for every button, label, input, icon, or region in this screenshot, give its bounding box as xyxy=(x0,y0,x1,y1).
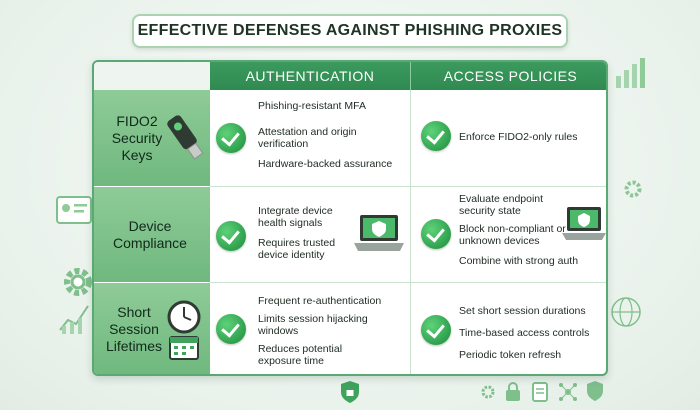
list-item: Block non-compliant or unknown devices xyxy=(459,223,566,247)
security-key-icon xyxy=(167,115,204,160)
laptop-shield-icon xyxy=(354,215,404,251)
gear-icon xyxy=(624,180,642,198)
title-banner: EFFECTIVE DEFENSES AGAINST PHISHING PROX… xyxy=(132,14,568,48)
check-icon xyxy=(216,123,246,153)
laptop-shield-icon xyxy=(562,207,606,240)
row-label-fido2: FIDO2 Security Keys xyxy=(94,90,210,186)
list-item: Frequent re-authentication xyxy=(258,295,382,307)
check-icon xyxy=(421,219,451,249)
bar-chart-icon xyxy=(59,305,89,334)
list-item: Time-based access controls xyxy=(459,327,590,339)
list-item: Set short session durations xyxy=(459,305,586,317)
cell-fido2-authentication: Phishing-resistant MFA Attestation and o… xyxy=(210,90,410,186)
check-icon xyxy=(421,315,451,345)
network-icon xyxy=(611,297,641,327)
gear-icon xyxy=(481,385,495,399)
document-icon xyxy=(532,382,548,402)
column-header-access-policies: ACCESS POLICIES xyxy=(410,62,606,90)
check-icon xyxy=(421,121,451,151)
page-title: EFFECTIVE DEFENSES AGAINST PHISHING PROX… xyxy=(137,22,563,39)
row-label-text: Short Session Lifetimes xyxy=(105,304,163,354)
bar-chart-icon xyxy=(616,58,645,88)
cell-device-compliance-authentication: Integrate device health signals Requires… xyxy=(210,186,410,282)
shield-lock-icon xyxy=(341,381,359,403)
row-label-text: Device Compliance xyxy=(113,217,187,251)
column-header-authentication: AUTHENTICATION xyxy=(210,62,410,90)
cell-device-compliance-access-policies: Evaluate endpoint security state Block n… xyxy=(410,186,606,282)
list-item: Attestation and origin verification xyxy=(258,126,357,150)
check-icon xyxy=(216,314,246,344)
row-label-text: FIDO2 Security Keys xyxy=(111,112,163,163)
gear-icon xyxy=(64,268,92,296)
cell-short-session-access-policies: Set short session durations Time-based a… xyxy=(410,282,606,374)
list-item: Phishing-resistant MFA xyxy=(258,100,366,112)
list-item: Hardware-backed assurance xyxy=(258,158,393,170)
defenses-table: AUTHENTICATION ACCESS POLICIES FIDO2 Sec… xyxy=(92,60,608,376)
list-item: Periodic token refresh xyxy=(459,349,562,361)
list-item: Combine with strong auth xyxy=(459,255,579,267)
shield-lock-icon xyxy=(587,381,603,401)
header-corner xyxy=(94,62,210,90)
list-item: Enforce FIDO2-only rules xyxy=(459,131,578,143)
list-item: Evaluate endpoint security state xyxy=(459,193,544,217)
list-item: Requires trusted device identity xyxy=(258,237,336,261)
list-item: Integrate device health signals xyxy=(258,205,333,229)
clock-icon xyxy=(167,300,201,360)
cell-fido2-access-policies: Enforce FIDO2-only rules xyxy=(410,90,606,186)
list-item: Reduces potential exposure time xyxy=(258,343,343,367)
check-icon xyxy=(216,221,246,251)
id-card-icon xyxy=(56,196,92,224)
list-item: Limits session hijacking windows xyxy=(258,313,368,337)
row-label-device-compliance: Device Compliance xyxy=(94,186,210,282)
lock-icon xyxy=(506,382,520,401)
row-label-short-session: Short Session Lifetimes xyxy=(94,282,210,374)
network-icon xyxy=(559,383,577,401)
cell-short-session-authentication: Frequent re-authentication Limits sessio… xyxy=(210,282,410,374)
